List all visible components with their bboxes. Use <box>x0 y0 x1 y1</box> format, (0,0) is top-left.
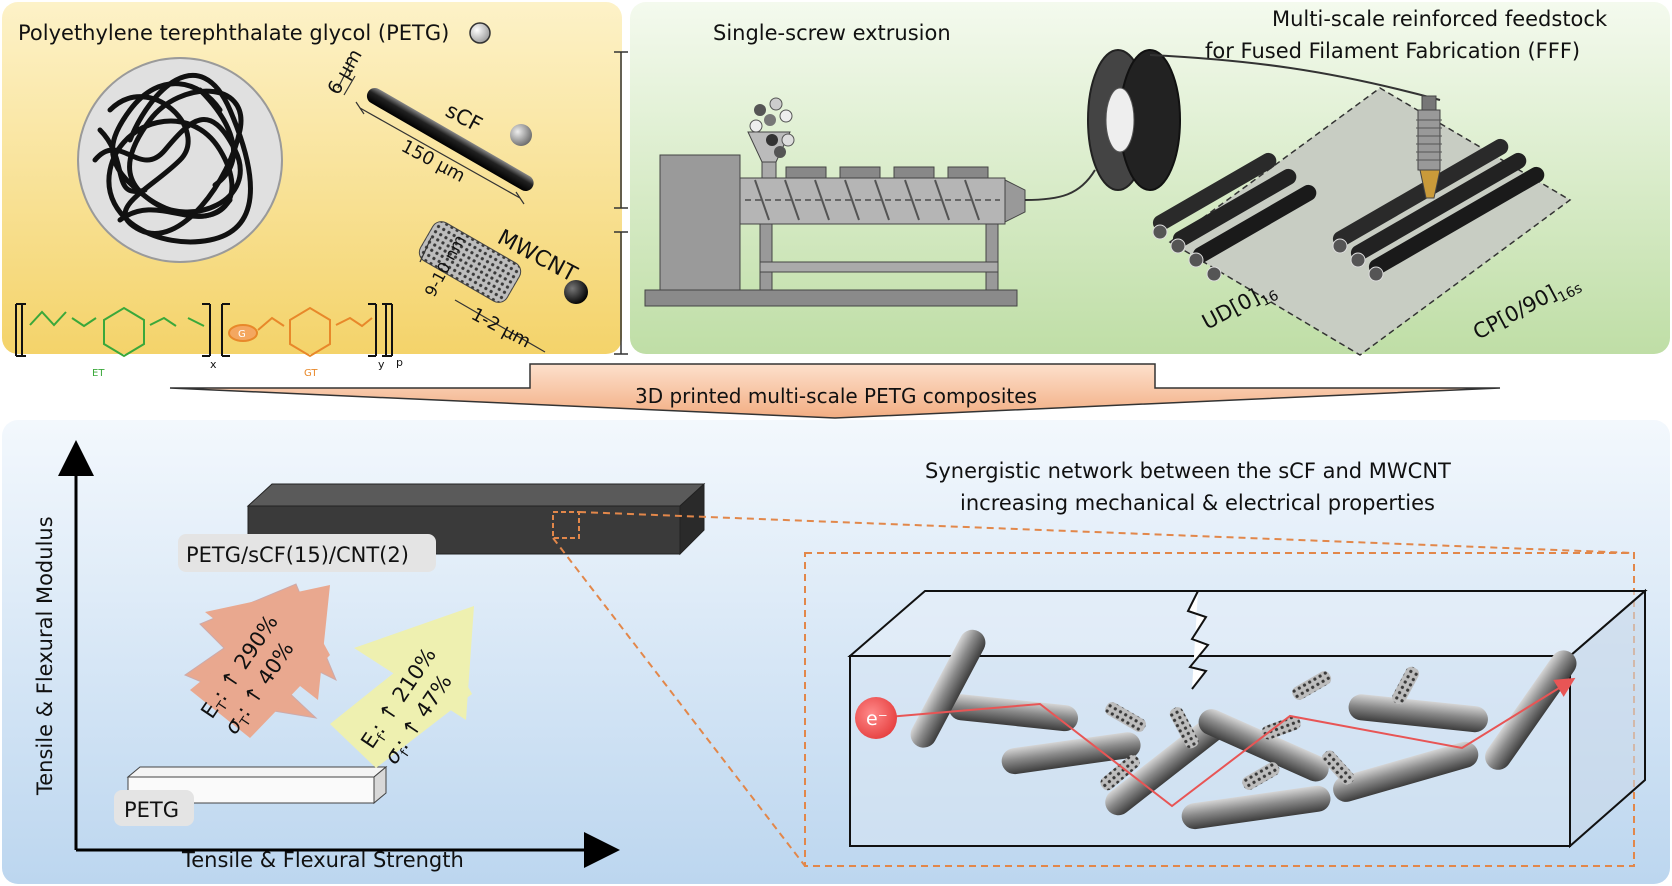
print-bed <box>1152 87 1572 356</box>
scf-fiber-icon <box>337 59 534 205</box>
scf-rods <box>910 629 1577 830</box>
nozzle-icon <box>1416 95 1442 199</box>
chem-y-label: y <box>378 358 385 371</box>
chem-x-label: x <box>210 358 217 371</box>
crack-icon <box>1186 590 1210 690</box>
arrow-tensile <box>183 583 337 738</box>
mwcnt-pellet-icon <box>564 280 588 304</box>
ud-label-sub: 16 <box>1258 288 1281 311</box>
materials-panel: Polyethylene terephthalate glycol (PETG)… <box>2 2 650 379</box>
extrusion-label: Single-screw extrusion <box>713 21 951 45</box>
petg-label-bg <box>114 790 194 826</box>
y-axis-label: Tensile & Flexural Modulus <box>33 516 57 796</box>
banner-text: 3D printed multi-scale PETG composites <box>635 384 1037 408</box>
feedstock-line2: for Fused Filament Fabrication (FFF) <box>1205 39 1580 63</box>
x-axis-label: Tensile & Flexural Strength <box>181 848 464 872</box>
composite-label-bg <box>178 534 436 572</box>
cp-print-icon <box>1332 138 1545 282</box>
network-line1: Synergistic network between the sCF and … <box>925 459 1451 483</box>
network-line2: increasing mechanical & electrical prope… <box>960 491 1435 515</box>
ud-print-icon <box>1152 152 1317 282</box>
arrow-flexural <box>330 606 474 768</box>
chemical-structure <box>15 303 393 358</box>
petg-pellet-icon <box>469 22 491 44</box>
feedstock-line1: Multi-scale reinforced feedstock <box>1272 7 1608 31</box>
processing-panel: Single-screw extrusion Multi-scale reinf… <box>630 2 1670 356</box>
zoom-box <box>552 511 580 539</box>
petg-label: PETG <box>124 798 179 822</box>
chem-p-label: p <box>396 356 403 369</box>
cnt-bundles <box>1100 666 1420 791</box>
chem-g-label: G <box>238 329 246 340</box>
chem-gt-label: GT <box>304 368 318 379</box>
extruder-icon <box>644 97 1096 307</box>
filament-spool-icon <box>1087 49 1441 191</box>
chem-et-label: ET <box>92 368 105 379</box>
scale-bar <box>614 51 628 355</box>
mwcnt-icon <box>418 221 588 353</box>
electron-label: e⁻ <box>866 708 888 730</box>
polymer-chain-icon <box>77 57 283 263</box>
composite-label: PETG/sCF(15)/CNT(2) <box>186 543 409 567</box>
scf-pellet-icon <box>510 124 532 146</box>
banner: 3D printed multi-scale PETG composites <box>169 363 1501 419</box>
petg-title: Polyethylene terephthalate glycol (PETG) <box>18 21 449 45</box>
electron-path <box>875 677 1576 808</box>
results-panel: Tensile & Flexural Modulus Tensile & Fle… <box>2 420 1670 884</box>
electron-icon <box>855 697 897 739</box>
